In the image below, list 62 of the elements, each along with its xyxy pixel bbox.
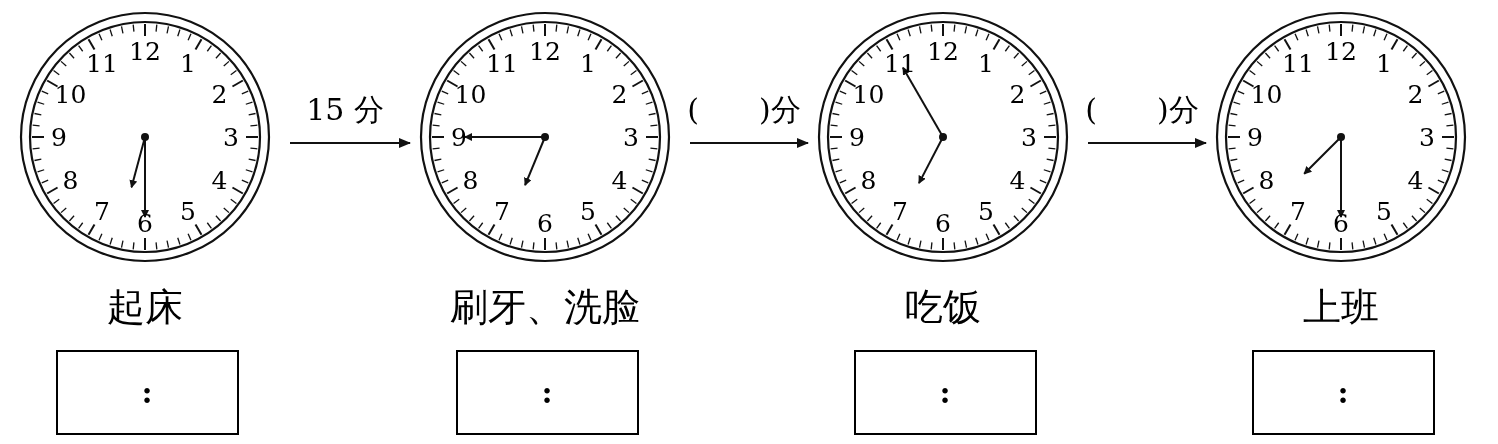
clock-number: 7 <box>494 198 510 224</box>
clock-number: 4 <box>611 167 628 193</box>
arrow <box>1087 138 1207 148</box>
clock-number: 12 <box>129 38 161 64</box>
clock-number: 11 <box>486 50 518 75</box>
answer-box: : <box>455 350 639 435</box>
clock-number: 3 <box>1021 124 1037 150</box>
clock-number: 8 <box>1258 167 1275 193</box>
clock-number: 11 <box>884 50 916 75</box>
clock-number: 4 <box>1407 167 1424 193</box>
clock-number: 11 <box>86 50 118 75</box>
clock-number: 7 <box>892 198 908 224</box>
answer-box: : <box>1251 350 1435 435</box>
clock-number: 9 <box>51 124 67 150</box>
clock-number: 5 <box>978 198 994 224</box>
clock-number: 8 <box>860 167 877 193</box>
clock-number: 2 <box>611 81 628 107</box>
clock-number: 1 <box>580 50 596 75</box>
clock-number: 10 <box>852 81 885 107</box>
node-label: 上班 <box>1303 288 1379 326</box>
clock-number: 6 <box>137 210 153 236</box>
clock-number: 12 <box>1325 38 1357 64</box>
clock-number: 10 <box>454 81 487 107</box>
arrow <box>289 138 411 148</box>
clock-number: 8 <box>462 167 479 193</box>
clock-number: 5 <box>1376 198 1392 224</box>
clock-number: 7 <box>1290 198 1306 224</box>
clock-number: 2 <box>211 81 228 107</box>
clock-number: 6 <box>537 210 553 236</box>
edge-label: ( )分 <box>687 95 801 125</box>
clock-number: 9 <box>451 124 467 150</box>
clock-number: 1 <box>1376 50 1392 75</box>
edge-label: 15 分 <box>306 95 384 125</box>
clock-number: 10 <box>54 81 87 107</box>
clock-number: 2 <box>1407 81 1424 107</box>
clock-number: 12 <box>927 38 959 64</box>
clock-number: 7 <box>94 198 110 224</box>
node-label: 起床 <box>107 288 183 326</box>
clock-number: 9 <box>849 124 865 150</box>
clock-number: 4 <box>1009 167 1026 193</box>
clock-number: 6 <box>1333 210 1349 236</box>
node-label: 吃饭 <box>905 288 981 326</box>
clock-number: 3 <box>1419 124 1435 150</box>
clock-number: 5 <box>180 198 196 224</box>
clock-number: 1 <box>180 50 196 75</box>
answer-box: : <box>55 350 239 435</box>
clock-number: 1 <box>978 50 994 75</box>
node-label: 刷牙、洗脸 <box>450 288 640 326</box>
edge-label: ( )分 <box>1085 95 1199 125</box>
clock-number: 2 <box>1009 81 1026 107</box>
answer-box: : <box>853 350 1037 435</box>
clock-number: 9 <box>1247 124 1263 150</box>
clock-number: 3 <box>223 124 239 150</box>
clock-number: 10 <box>1250 81 1283 107</box>
clock-number: 11 <box>1282 50 1314 75</box>
clock-number: 6 <box>935 210 951 236</box>
clock-number: 4 <box>211 167 228 193</box>
clock-number: 8 <box>62 167 79 193</box>
clock-number: 12 <box>529 38 561 64</box>
clock-number: 3 <box>623 124 639 150</box>
arrow <box>689 138 809 148</box>
clock-number: 5 <box>580 198 596 224</box>
